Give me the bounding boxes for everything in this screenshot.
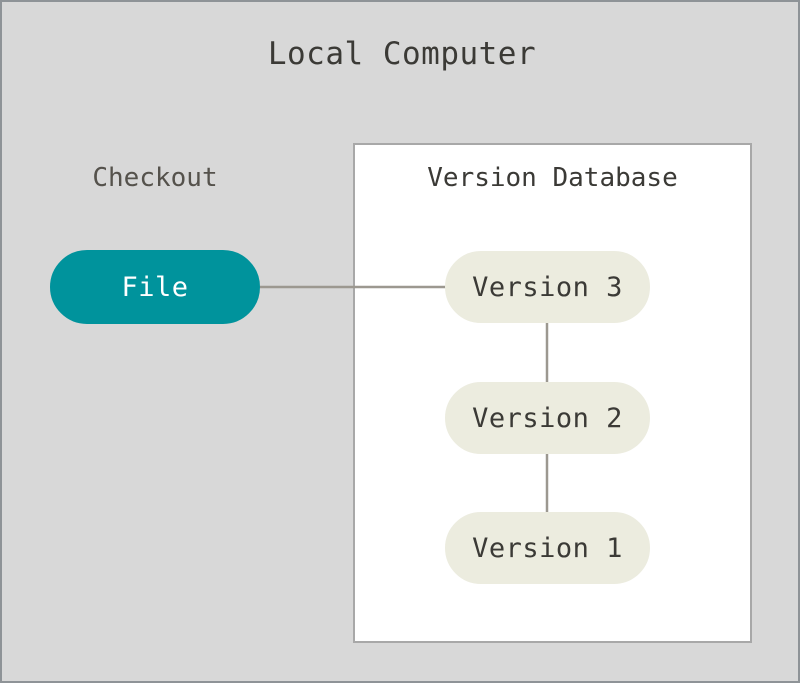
- node-file-label: File: [121, 271, 189, 303]
- local-computer-title: Local Computer: [267, 36, 537, 72]
- node-version-2-label: Version 2: [472, 402, 623, 434]
- checkout-label: Checkout: [92, 163, 218, 193]
- version-database-title: Version Database: [427, 163, 678, 193]
- node-version-3-label: Version 3: [472, 271, 623, 303]
- node-version-2[interactable]: Version 2: [445, 382, 650, 454]
- node-version-3[interactable]: Version 3: [445, 251, 650, 323]
- node-version-1[interactable]: Version 1: [445, 512, 650, 584]
- node-version-1-label: Version 1: [472, 532, 623, 564]
- node-file[interactable]: File: [50, 250, 260, 324]
